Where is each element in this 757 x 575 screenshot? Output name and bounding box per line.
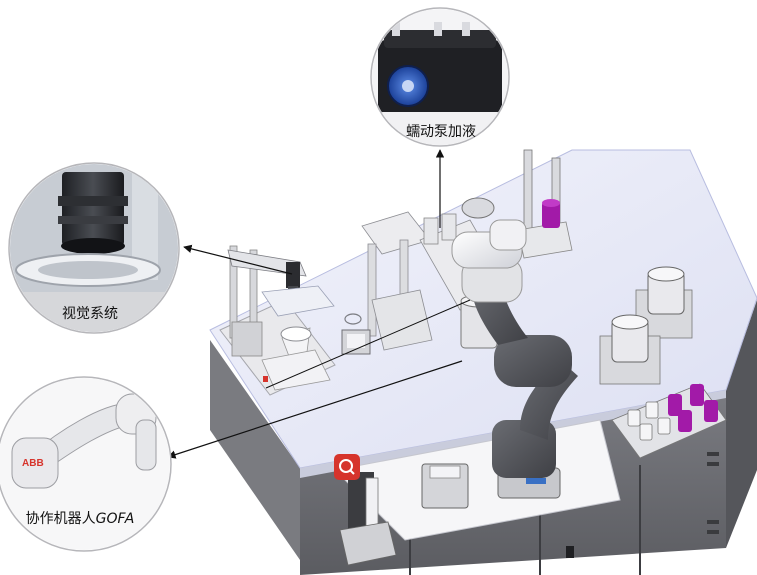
- pump-fitting: [462, 22, 470, 36]
- magnifier-icon: [339, 459, 353, 473]
- ring: [344, 313, 362, 325]
- pump-callout-label: 蠕动泵加液: [406, 124, 476, 140]
- gofa-base: [11, 437, 59, 489]
- robot-callout-label: 协作机器人GOFA: [10, 508, 150, 528]
- lens-ring: [58, 196, 128, 206]
- white-tube: [639, 423, 653, 441]
- scale-top: [429, 465, 461, 479]
- abb-logo: ABB: [22, 458, 44, 469]
- callout-arrows: [167, 149, 471, 459]
- ring-light-inner: [38, 261, 138, 279]
- purple-cap: [542, 202, 560, 228]
- pump-column: [423, 217, 439, 245]
- white-tube: [657, 417, 671, 435]
- left-fixture: [219, 245, 336, 396]
- vent-grille: [707, 520, 719, 524]
- callout-robot: ABB: [0, 376, 172, 552]
- clear-plate: [261, 285, 335, 317]
- vent-grille: [707, 462, 719, 466]
- funnel-top: [280, 326, 312, 342]
- lens-glass: [61, 238, 125, 254]
- purple-tube: [690, 384, 704, 406]
- rack-base: [371, 289, 433, 351]
- rack-post: [367, 243, 377, 337]
- tank-top: [611, 314, 649, 330]
- purple-tube: [678, 410, 692, 432]
- bench-right-side: [726, 300, 757, 548]
- arrow-vision: [183, 244, 293, 275]
- pump-head: [461, 197, 495, 219]
- vent-grille: [707, 452, 719, 456]
- cabinet-switch: [566, 546, 574, 558]
- back-right-fixture: [517, 149, 573, 259]
- pump-fitting: [434, 22, 442, 36]
- arrow-robot: [167, 360, 463, 459]
- slot-tray-inner: [347, 334, 365, 348]
- search-tag: [334, 454, 360, 480]
- center-rack: [341, 211, 433, 355]
- white-tube: [645, 401, 659, 419]
- white-block: [261, 349, 331, 391]
- callout-vision: [8, 162, 180, 334]
- white-tube: [627, 409, 641, 427]
- right-stations: [599, 266, 727, 459]
- dispenser-base: [339, 521, 397, 566]
- dispenser-white: [365, 477, 379, 529]
- pump-rotor-center: [402, 80, 414, 92]
- lens-ring: [58, 216, 128, 224]
- lens-barrel: [62, 172, 124, 246]
- arrow-vision-2: [265, 299, 471, 389]
- callout-pump: [370, 7, 510, 147]
- bench-front-left: [210, 340, 300, 560]
- vision-callout-label: 视觉系统: [62, 306, 118, 322]
- tank-top: [647, 266, 685, 282]
- pump-column: [441, 213, 457, 241]
- frame-post: [523, 149, 533, 237]
- purple-tube: [704, 400, 718, 422]
- robot-tool-flange: [489, 219, 527, 251]
- magnifier-handle: [349, 469, 355, 475]
- side-bracket: [231, 321, 263, 357]
- camera-body: [286, 262, 300, 288]
- robot-label-en: GOFA: [95, 511, 135, 527]
- robot-arm: [451, 219, 578, 499]
- robot-base-leds: [526, 478, 546, 484]
- robot-label-cn: 协作机器人: [25, 511, 96, 527]
- warning-dot: [263, 376, 268, 382]
- front-items: [334, 454, 469, 566]
- robot-elbow: [494, 335, 572, 387]
- pump-fitting: [392, 20, 400, 36]
- gofa-lower: [135, 419, 157, 471]
- purple-tube: [668, 394, 682, 416]
- purple-cap-top: [542, 199, 560, 207]
- vent-grille: [707, 530, 719, 534]
